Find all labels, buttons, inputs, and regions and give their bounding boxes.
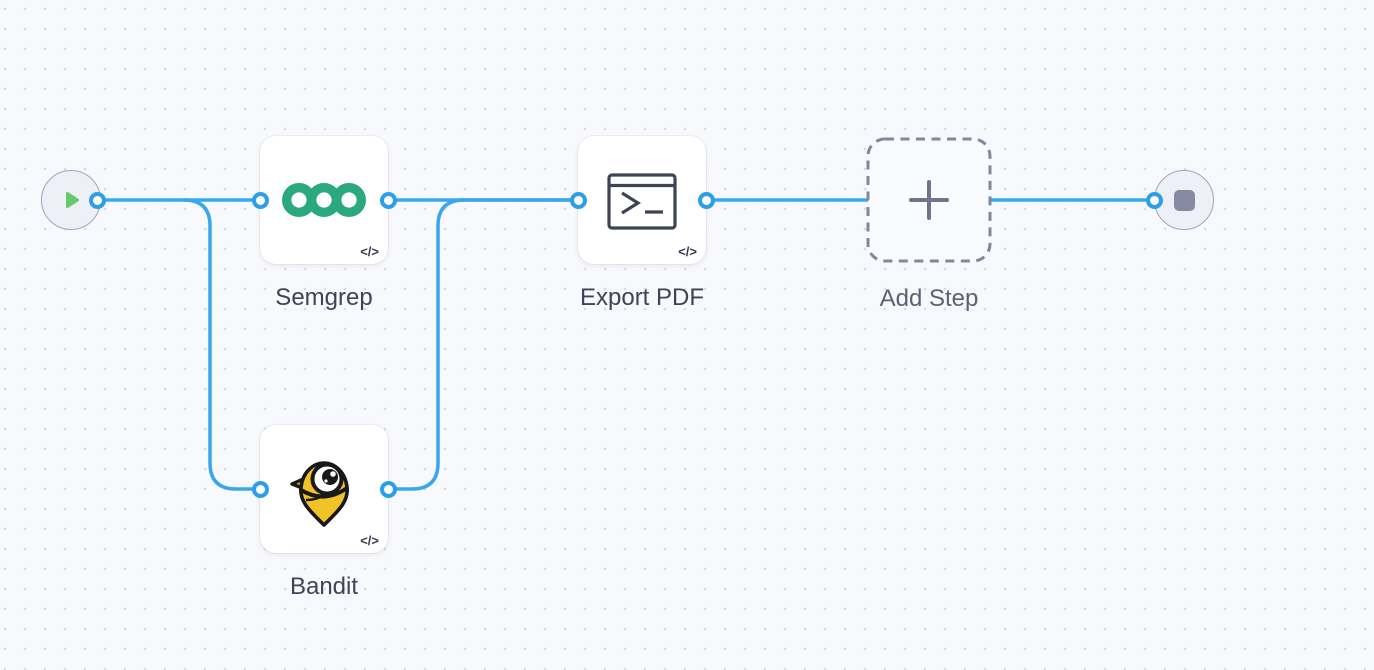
- semgrep-logo-icon: [282, 182, 366, 218]
- bandit-label: Bandit: [289, 573, 359, 600]
- port-bandit-output[interactable]: [379, 480, 397, 498]
- code-icon: </>: [360, 244, 379, 259]
- node-export-pdf: </> Export PDF: [578, 136, 706, 311]
- port-end-input[interactable]: [1145, 191, 1163, 209]
- export-pdf-card[interactable]: </>: [578, 136, 706, 264]
- play-icon: [66, 192, 79, 208]
- port-export-pdf-input[interactable]: [569, 191, 587, 209]
- add-step-label: Add Step: [879, 285, 979, 312]
- dashed-border: [866, 137, 992, 263]
- end-node[interactable]: [1154, 170, 1214, 230]
- semgrep-card[interactable]: </>: [260, 136, 388, 264]
- port-start-output[interactable]: [88, 191, 106, 209]
- bandit-logo-icon: [290, 461, 349, 527]
- node-semgrep: </> Semgrep: [260, 136, 388, 311]
- edge-bandit-exportpdf[interactable]: [386, 198, 580, 491]
- plus-icon: [909, 180, 949, 220]
- node-add-step: Add Step: [866, 137, 992, 312]
- bandit-card[interactable]: </>: [260, 425, 388, 553]
- add-step-button[interactable]: [866, 137, 992, 263]
- code-icon: </>: [360, 533, 379, 548]
- port-export-pdf-output[interactable]: [697, 191, 715, 209]
- node-bandit: </> Bandit: [260, 425, 388, 600]
- terminal-icon: [607, 173, 677, 230]
- code-icon: </>: [678, 244, 697, 259]
- port-semgrep-input[interactable]: [251, 191, 269, 209]
- stop-icon: [1173, 189, 1195, 211]
- edge-start-bandit[interactable]: [182, 198, 262, 491]
- export-pdf-label: Export PDF: [579, 284, 705, 311]
- port-bandit-input[interactable]: [251, 480, 269, 498]
- port-semgrep-output[interactable]: [379, 191, 397, 209]
- semgrep-label: Semgrep: [275, 284, 373, 311]
